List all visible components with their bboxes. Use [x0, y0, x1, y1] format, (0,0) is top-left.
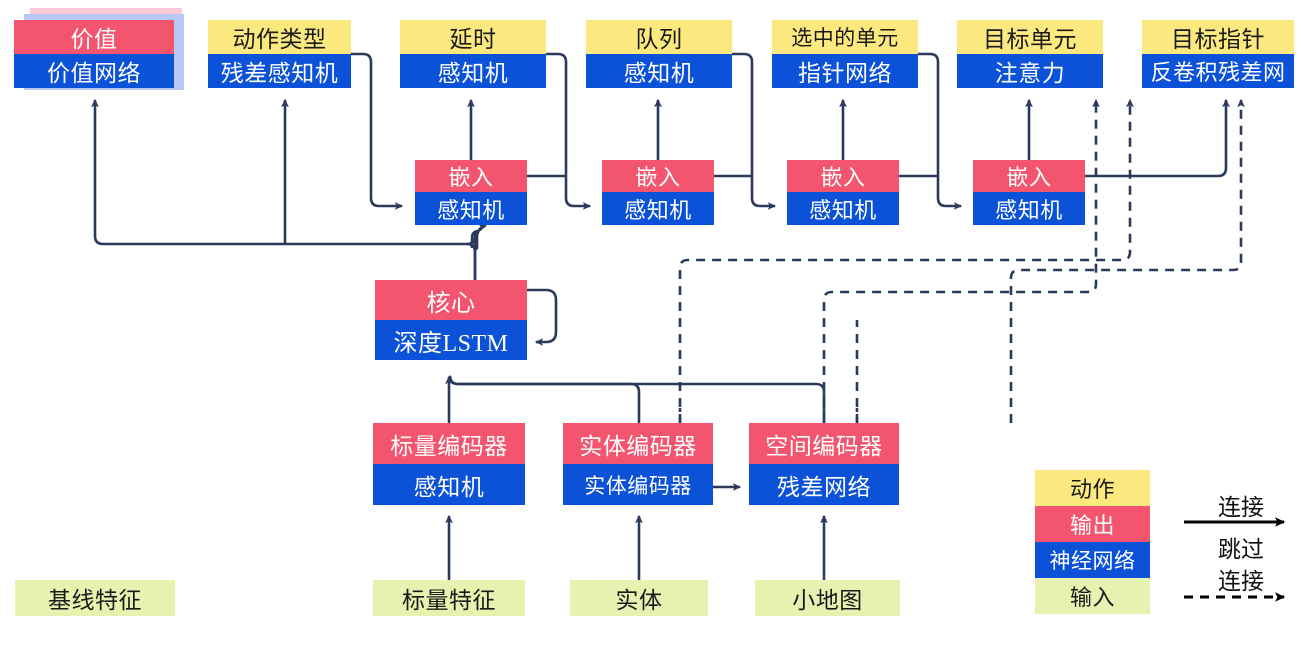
wire-core-to-embed-delay — [475, 223, 488, 249]
wire-skip-spatial-to-selected-units — [822, 98, 1100, 423]
head-target-unit-action: 目标单元 — [957, 20, 1103, 54]
encoder-spatial[interactable]: 空间编码器 残差网络 — [749, 423, 899, 505]
legend-output-swatch: 输出 — [1035, 506, 1150, 542]
core-output: 核心 — [375, 280, 527, 320]
head-target-point-network: 反卷积残差网 — [1142, 54, 1294, 88]
encoder-entity-output: 实体编码器 — [563, 423, 713, 464]
head-target-point[interactable]: 目标指针 反卷积残差网 — [1142, 20, 1294, 88]
head-value-output: 价值 — [14, 20, 174, 54]
embedding-selected-units-output: 嵌入 — [787, 160, 899, 192]
input-minimap[interactable]: 小地图 — [755, 580, 900, 616]
head-queue[interactable]: 队列 感知机 — [586, 20, 732, 88]
wire-queue-head-to-embed-selected — [731, 52, 777, 210]
embedding-target-unit[interactable]: 嵌入 感知机 — [973, 160, 1085, 225]
legend-skip-label-line1: 跳过 — [1218, 537, 1264, 562]
input-baseline-features[interactable]: 基线特征 — [15, 580, 175, 616]
wire-spatial-encoder-to-core — [448, 375, 826, 423]
embedding-queue-network: 感知机 — [602, 192, 714, 225]
encoder-scalar-network: 感知机 — [373, 464, 525, 505]
embedding-selected-units-network: 感知机 — [787, 192, 899, 225]
wire-embed-target-to-target-point-head — [1085, 98, 1230, 178]
head-delay-network: 感知机 — [400, 54, 546, 88]
input-scalar-features[interactable]: 标量特征 — [373, 580, 525, 616]
head-target-point-action: 目标指针 — [1142, 20, 1294, 54]
wire-delay-head-to-embed-queue — [545, 52, 592, 210]
head-selected-units[interactable]: 选中的单元 指针网络 — [772, 20, 918, 88]
encoder-spatial-output: 空间编码器 — [749, 423, 899, 464]
head-target-unit[interactable]: 目标单元 注意力 — [957, 20, 1103, 88]
wire-skip-entity-to-target-unit — [678, 98, 1134, 423]
legend-network-swatch: 神经网络 — [1035, 542, 1150, 578]
head-selected-units-network: 指针网络 — [772, 54, 918, 88]
encoder-entity-network: 实体编码器 — [563, 464, 713, 505]
head-selected-units-action: 选中的单元 — [772, 20, 918, 54]
legend-input-swatch: 输入 — [1035, 578, 1150, 614]
embedding-delay-output: 嵌入 — [415, 160, 527, 192]
head-action-type-network: 残差感知机 — [208, 54, 351, 88]
wire-selected-head-to-embed-target — [917, 52, 963, 210]
wire-skip-spatial-to-target-point — [1009, 98, 1245, 423]
head-value-network: 价值网络 — [14, 54, 174, 88]
head-target-unit-network: 注意力 — [957, 54, 1103, 88]
legend-connection-label: 连接 — [1218, 495, 1264, 520]
head-action-type[interactable]: 动作类型 残差感知机 — [208, 20, 351, 88]
encoder-spatial-network: 残差网络 — [749, 464, 899, 505]
embedding-delay[interactable]: 嵌入 感知机 — [415, 160, 527, 225]
embedding-queue[interactable]: 嵌入 感知机 — [602, 160, 714, 225]
head-action-type-action: 动作类型 — [208, 20, 351, 54]
wire-core-self-loop — [527, 288, 558, 346]
head-delay[interactable]: 延时 感知机 — [400, 20, 546, 88]
legend-swatch-stack: 动作 输出 神经网络 输入 — [1035, 470, 1150, 614]
embedding-target-unit-output: 嵌入 — [973, 160, 1085, 192]
legend-action-swatch: 动作 — [1035, 470, 1150, 506]
legend-arrows — [1184, 517, 1286, 602]
head-value[interactable]: 价值 价值网络 — [14, 20, 174, 88]
head-delay-action: 延时 — [400, 20, 546, 54]
encoder-entity[interactable]: 实体编码器 实体编码器 — [563, 423, 713, 505]
encoder-scalar-output: 标量编码器 — [373, 423, 525, 464]
input-entities[interactable]: 实体 — [570, 580, 708, 616]
core-network: 深度LSTM — [375, 320, 527, 360]
head-queue-network: 感知机 — [586, 54, 732, 88]
encoder-scalar[interactable]: 标量编码器 感知机 — [373, 423, 525, 505]
core-module[interactable]: 核心 深度LSTM — [375, 280, 527, 360]
embedding-selected-units[interactable]: 嵌入 感知机 — [787, 160, 899, 225]
head-queue-action: 队列 — [586, 20, 732, 54]
embedding-delay-network: 感知机 — [415, 192, 527, 225]
legend-skip-label-line2: 连接 — [1218, 569, 1264, 594]
embedding-target-unit-network: 感知机 — [973, 192, 1085, 225]
embedding-queue-output: 嵌入 — [602, 160, 714, 192]
wire-action-type-to-embed-delay — [350, 52, 404, 210]
